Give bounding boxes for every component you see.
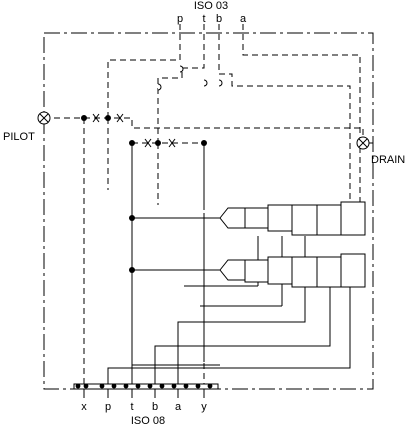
- bottom-port-x: x: [81, 401, 87, 413]
- iso-08-title: ISO 08: [131, 415, 165, 427]
- top-port-a: a: [240, 13, 247, 25]
- bottom-port-b: b: [152, 401, 158, 413]
- pilot-symbol: [37, 111, 51, 125]
- drain-label: DRAIN: [371, 154, 405, 166]
- upper-spool: [219, 201, 366, 236]
- top-port-p: p: [177, 13, 183, 25]
- bottom-port-y: y: [201, 401, 207, 413]
- top-port-lines: [44, 24, 373, 384]
- bottom-port-p: p: [105, 401, 111, 413]
- lower-spool: [219, 253, 366, 288]
- drain-symbol: [356, 136, 370, 150]
- bottom-port-strip: [73, 383, 219, 390]
- line-hops: [157, 65, 223, 91]
- iso-03-title: ISO 03: [194, 0, 228, 12]
- pilot-label: PILOT: [3, 131, 35, 143]
- junction-dots: [81, 115, 207, 273]
- bottom-port-a: a: [175, 401, 182, 413]
- restriction-marks: [92, 113, 176, 148]
- bottom-port-t: t: [130, 401, 133, 413]
- top-port-b: b: [216, 13, 222, 25]
- top-port-t: t: [202, 13, 205, 25]
- port-stubs: [83, 389, 205, 398]
